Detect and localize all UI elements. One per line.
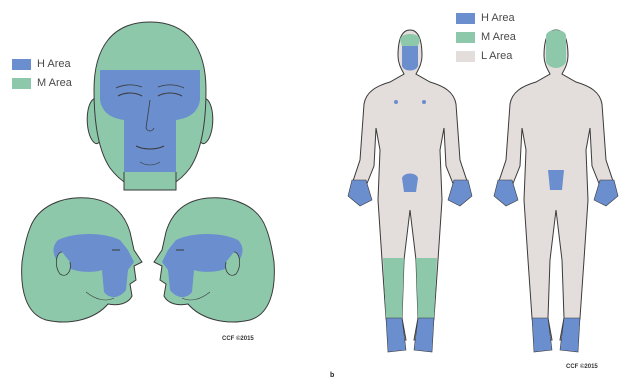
right-legend-m-row: M Area	[456, 29, 516, 45]
credit-right: CCF ©2015	[566, 364, 598, 370]
right-legend-h-label: H Area	[481, 12, 515, 24]
left-legend-h-row: H Area	[12, 56, 72, 72]
left-legend-h-label: H Area	[37, 58, 71, 70]
left-legend-m-row: M Area	[12, 75, 72, 91]
front-face-h-area	[402, 46, 418, 71]
right-legend-l-swatch	[456, 51, 475, 62]
back-scalp-m-area	[546, 30, 566, 68]
front-right-hand-h-area	[448, 180, 472, 206]
right-legend-m-swatch	[456, 32, 475, 43]
front-left-shin-m-area	[383, 258, 404, 318]
right-legend: H Area M Area L Area	[456, 10, 516, 64]
credit-left: CCF ©2015	[222, 336, 254, 342]
right-legend-h-row: H Area	[456, 10, 516, 26]
left-legend-m-label: M Area	[37, 77, 72, 89]
back-buttock-h-area	[548, 170, 564, 190]
front-body	[348, 30, 472, 352]
frontal-head	[87, 22, 213, 190]
neck	[124, 172, 176, 190]
right-legend-m-label: M Area	[481, 31, 516, 43]
left-legend-h-swatch	[12, 59, 31, 70]
left-profile-head	[22, 198, 142, 322]
front-right-nipple	[422, 100, 426, 104]
panel-label-b: b	[330, 372, 334, 379]
front-scalp-m-area	[400, 34, 420, 46]
left-legend-m-swatch	[12, 78, 31, 89]
back-left-hand-h-area	[494, 180, 518, 206]
front-left-hand-h-area	[348, 180, 372, 206]
right-legend-l-row: L Area	[456, 48, 516, 64]
right-legend-l-label: L Area	[481, 50, 512, 62]
front-groin-h-area	[402, 174, 418, 193]
back-right-hand-h-area	[594, 180, 618, 206]
front-right-shin-m-area	[416, 258, 437, 318]
back-body	[494, 30, 618, 352]
front-left-nipple	[394, 100, 398, 104]
right-profile-head	[154, 198, 274, 322]
right-legend-h-swatch	[456, 13, 475, 24]
left-legend: H Area M Area	[12, 56, 72, 91]
